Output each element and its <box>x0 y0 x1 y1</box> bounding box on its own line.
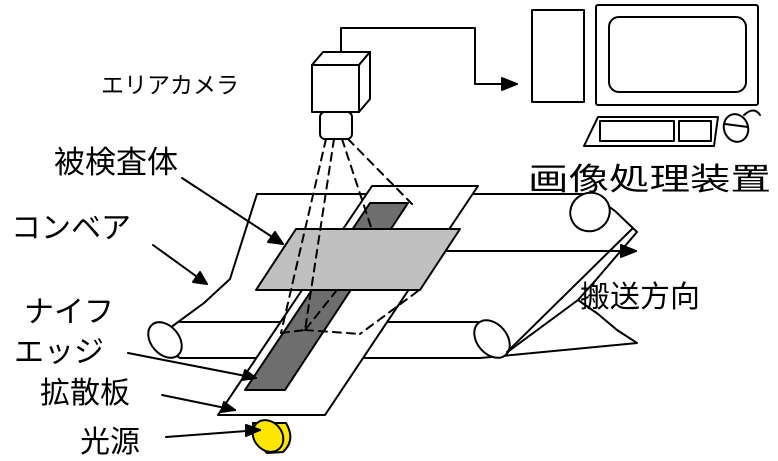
conveyor-roller-front-right <box>473 319 511 359</box>
conveyor-roller-left <box>147 321 183 359</box>
conveyor-roller-front-line <box>506 227 634 353</box>
label-area-camera: エリアカメラ <box>101 73 239 99</box>
keyboard-keys-numpad <box>678 120 712 142</box>
label-knife-edge-line2: エッジ <box>14 335 104 370</box>
label-image-processor: 画像処理装置 <box>528 162 771 198</box>
label-transport-direction: 搬送方向 <box>580 280 700 315</box>
arrow-inspected-object <box>181 177 284 245</box>
monitor-screen <box>608 16 747 93</box>
light-source <box>251 419 292 454</box>
image-processor-computer <box>531 4 761 147</box>
camera-cable <box>340 27 518 85</box>
keyboard-keys-main <box>599 120 675 142</box>
computer-tower <box>531 9 585 103</box>
label-diffuser-plate: 拡散板 <box>40 376 130 411</box>
leader-arrows <box>127 177 637 438</box>
label-knife-edge-line1: ナイフ <box>24 295 114 330</box>
mouse-icon <box>722 113 750 143</box>
label-inspected-object: 被検査体 <box>54 145 178 181</box>
area-camera <box>311 51 371 140</box>
camera-lens <box>319 111 353 140</box>
label-conveyor: コンベア <box>11 211 131 246</box>
mouse-cable <box>743 109 761 116</box>
camera-field-of-view <box>280 138 419 335</box>
arrow-knife-edge <box>127 352 257 379</box>
arrow-light-source <box>165 429 261 438</box>
camera-cable-arrowhead <box>501 77 518 91</box>
conveyor-roller-right <box>569 191 611 233</box>
mouse-button-line <box>724 123 749 128</box>
label-light-source: 光源 <box>80 425 140 460</box>
camera-body-front <box>311 64 360 113</box>
inspected-object <box>255 228 461 291</box>
light-source-opening <box>251 419 285 453</box>
